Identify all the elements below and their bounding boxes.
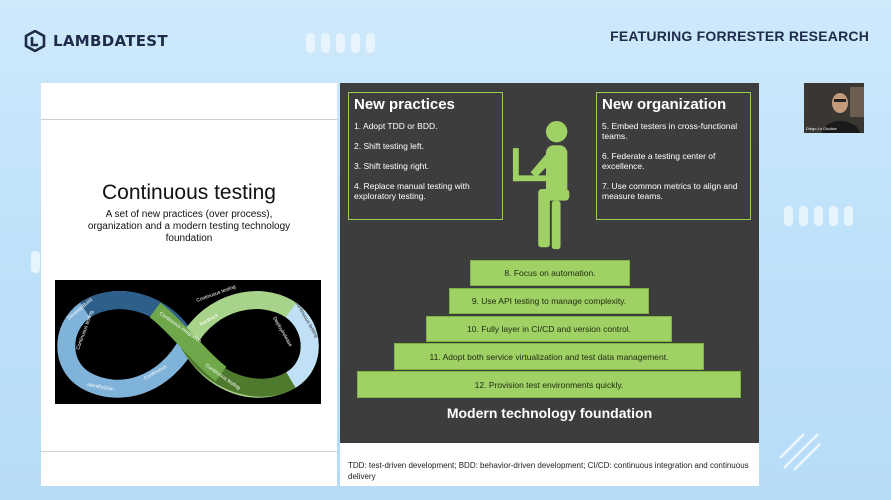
list-item: 4. Replace manual testing with explorato… (354, 181, 470, 201)
continuous-testing-infinity-diagram: Develop/Build Continuous testing Continu… (55, 280, 321, 404)
brand: LAMBDATEST (24, 30, 168, 52)
new-organization-box: New organization 5. Embed testers in cro… (596, 92, 751, 220)
brand-name: LAMBDATEST (53, 32, 168, 50)
new-organization-list: 5. Embed testers in cross-functional tea… (602, 121, 742, 211)
slide-left-panel: Continuous testing A set of new practice… (41, 83, 337, 486)
pyramid-step-10: 10. Fully layer in CI/CD and version con… (426, 316, 672, 342)
diagonal-lines-icon (779, 433, 821, 471)
list-item: 6. Federate a testing center of excellen… (602, 151, 716, 171)
featuring-label: FEATURING FORRESTER RESEARCH (610, 28, 869, 44)
speaker-avatar (804, 83, 864, 133)
list-item: 2. Shift testing left. (354, 141, 424, 151)
slide-subtitle: A set of new practices (over process), o… (87, 209, 291, 244)
list-item: 3. Shift testing right. (354, 161, 430, 171)
new-practices-box: New practices 1. Adopt TDD or BDD. 2. Sh… (348, 92, 503, 220)
list-item: 1. Adopt TDD or BDD. (354, 121, 438, 131)
pyramid-step-11: 11. Adopt both service virtualization an… (394, 343, 704, 370)
person-at-desk-icon (512, 120, 570, 250)
webcam-name-label: Diego Lo Giudice (806, 126, 837, 131)
lambdatest-logo-icon (24, 30, 46, 52)
slide-right-panel: New practices 1. Adopt TDD or BDD. 2. Sh… (340, 83, 759, 443)
list-item: 5. Embed testers in cross-functional tea… (602, 121, 738, 141)
webcam-thumbnail: Diego Lo Giudice (804, 83, 864, 133)
new-practices-list: 1. Adopt TDD or BDD. 2. Shift testing le… (354, 121, 494, 211)
slide-title: Continuous testing (102, 181, 276, 204)
decor-pills-top (306, 33, 375, 53)
infinity-label: Identify/plan (87, 382, 115, 393)
list-item: 7. Use common metrics to align and measu… (602, 181, 738, 201)
new-practices-title: New practices (354, 96, 455, 113)
foundation-label: Modern technology foundation (446, 405, 653, 421)
pyramid-step-12: 12. Provision test environments quickly. (357, 371, 741, 398)
pyramid-step-8: 8. Focus on automation. (470, 260, 630, 286)
decor-pill-left (31, 251, 40, 273)
decor-pills-right (784, 206, 853, 226)
pyramid-step-9: 9. Use API testing to manage complexity. (449, 288, 649, 314)
new-organization-title: New organization (602, 96, 727, 113)
footnote: TDD: test-driven development; BDD: behav… (340, 443, 759, 486)
